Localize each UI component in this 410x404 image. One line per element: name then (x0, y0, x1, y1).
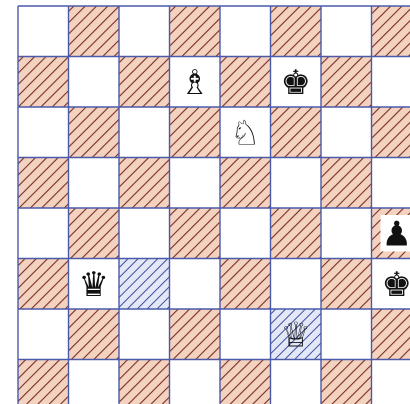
white-knight-glyph: ♘ (230, 113, 260, 153)
square-c5 (119, 158, 170, 209)
square-e8 (220, 6, 271, 57)
white-bishop-glyph: ♗ (180, 63, 210, 103)
square-e7 (220, 57, 271, 108)
square-d5 (170, 158, 221, 209)
square-a1 (18, 360, 69, 404)
squares-layer (18, 6, 410, 404)
square-b7 (69, 57, 120, 108)
black-king-glyph: ♚ (281, 63, 311, 103)
square-a6 (18, 107, 69, 158)
square-g6 (321, 107, 372, 158)
black-king-icon: ♚ (381, 265, 410, 305)
square-a5 (18, 158, 69, 209)
white-bishop-icon: ♗ (179, 63, 212, 103)
square-a3 (18, 259, 69, 310)
square-f3 (271, 259, 322, 310)
square-e2 (220, 309, 271, 360)
square-f6 (271, 107, 322, 158)
square-g4 (321, 208, 372, 259)
black-king-icon: ♚ (280, 63, 313, 103)
square-e3 (220, 259, 271, 310)
black-queen-glyph: ♛ (79, 265, 109, 305)
square-c4 (119, 208, 170, 259)
square-e5 (220, 158, 271, 209)
square-c1 (119, 360, 170, 404)
square-f5 (271, 158, 322, 209)
white-knight-icon: ♘ (229, 113, 262, 153)
square-c7 (119, 57, 170, 108)
square-c3 (119, 259, 170, 310)
square-e1 (220, 360, 271, 404)
square-d2 (170, 309, 221, 360)
square-b4 (69, 208, 120, 259)
square-a4 (18, 208, 69, 259)
square-g7 (321, 57, 372, 108)
square-b6 (69, 107, 120, 158)
square-h7 (372, 57, 410, 108)
square-g1 (321, 360, 372, 404)
square-e4 (220, 208, 271, 259)
white-queen-icon: ♕ (281, 315, 311, 355)
square-c6 (119, 107, 170, 158)
square-d8 (170, 6, 221, 57)
square-g8 (321, 6, 372, 57)
square-h8 (372, 6, 410, 57)
square-h2 (372, 309, 410, 360)
square-h6 (372, 107, 410, 158)
square-f4 (271, 208, 322, 259)
square-g2 (321, 309, 372, 360)
square-f1 (271, 360, 322, 404)
black-pawn-glyph: ♟ (382, 214, 410, 254)
square-b1 (69, 360, 120, 404)
square-d6 (170, 107, 221, 158)
square-a8 (18, 6, 69, 57)
square-d1 (170, 360, 221, 404)
square-a7 (18, 57, 69, 108)
square-a2 (18, 309, 69, 360)
square-b5 (69, 158, 120, 209)
square-c2 (119, 309, 170, 360)
black-king-glyph: ♚ (382, 265, 410, 305)
square-b2 (69, 309, 120, 360)
square-g5 (321, 158, 372, 209)
square-b8 (69, 6, 120, 57)
black-pawn-icon: ♟ (381, 214, 410, 254)
square-d4 (170, 208, 221, 259)
square-h1 (372, 360, 410, 404)
square-g3 (321, 259, 372, 310)
black-queen-icon: ♛ (78, 265, 111, 305)
square-f8 (271, 6, 322, 57)
square-h5 (372, 158, 410, 209)
square-d3 (170, 259, 221, 310)
square-c8 (119, 6, 170, 57)
white-queen-glyph: ♕ (281, 315, 311, 355)
